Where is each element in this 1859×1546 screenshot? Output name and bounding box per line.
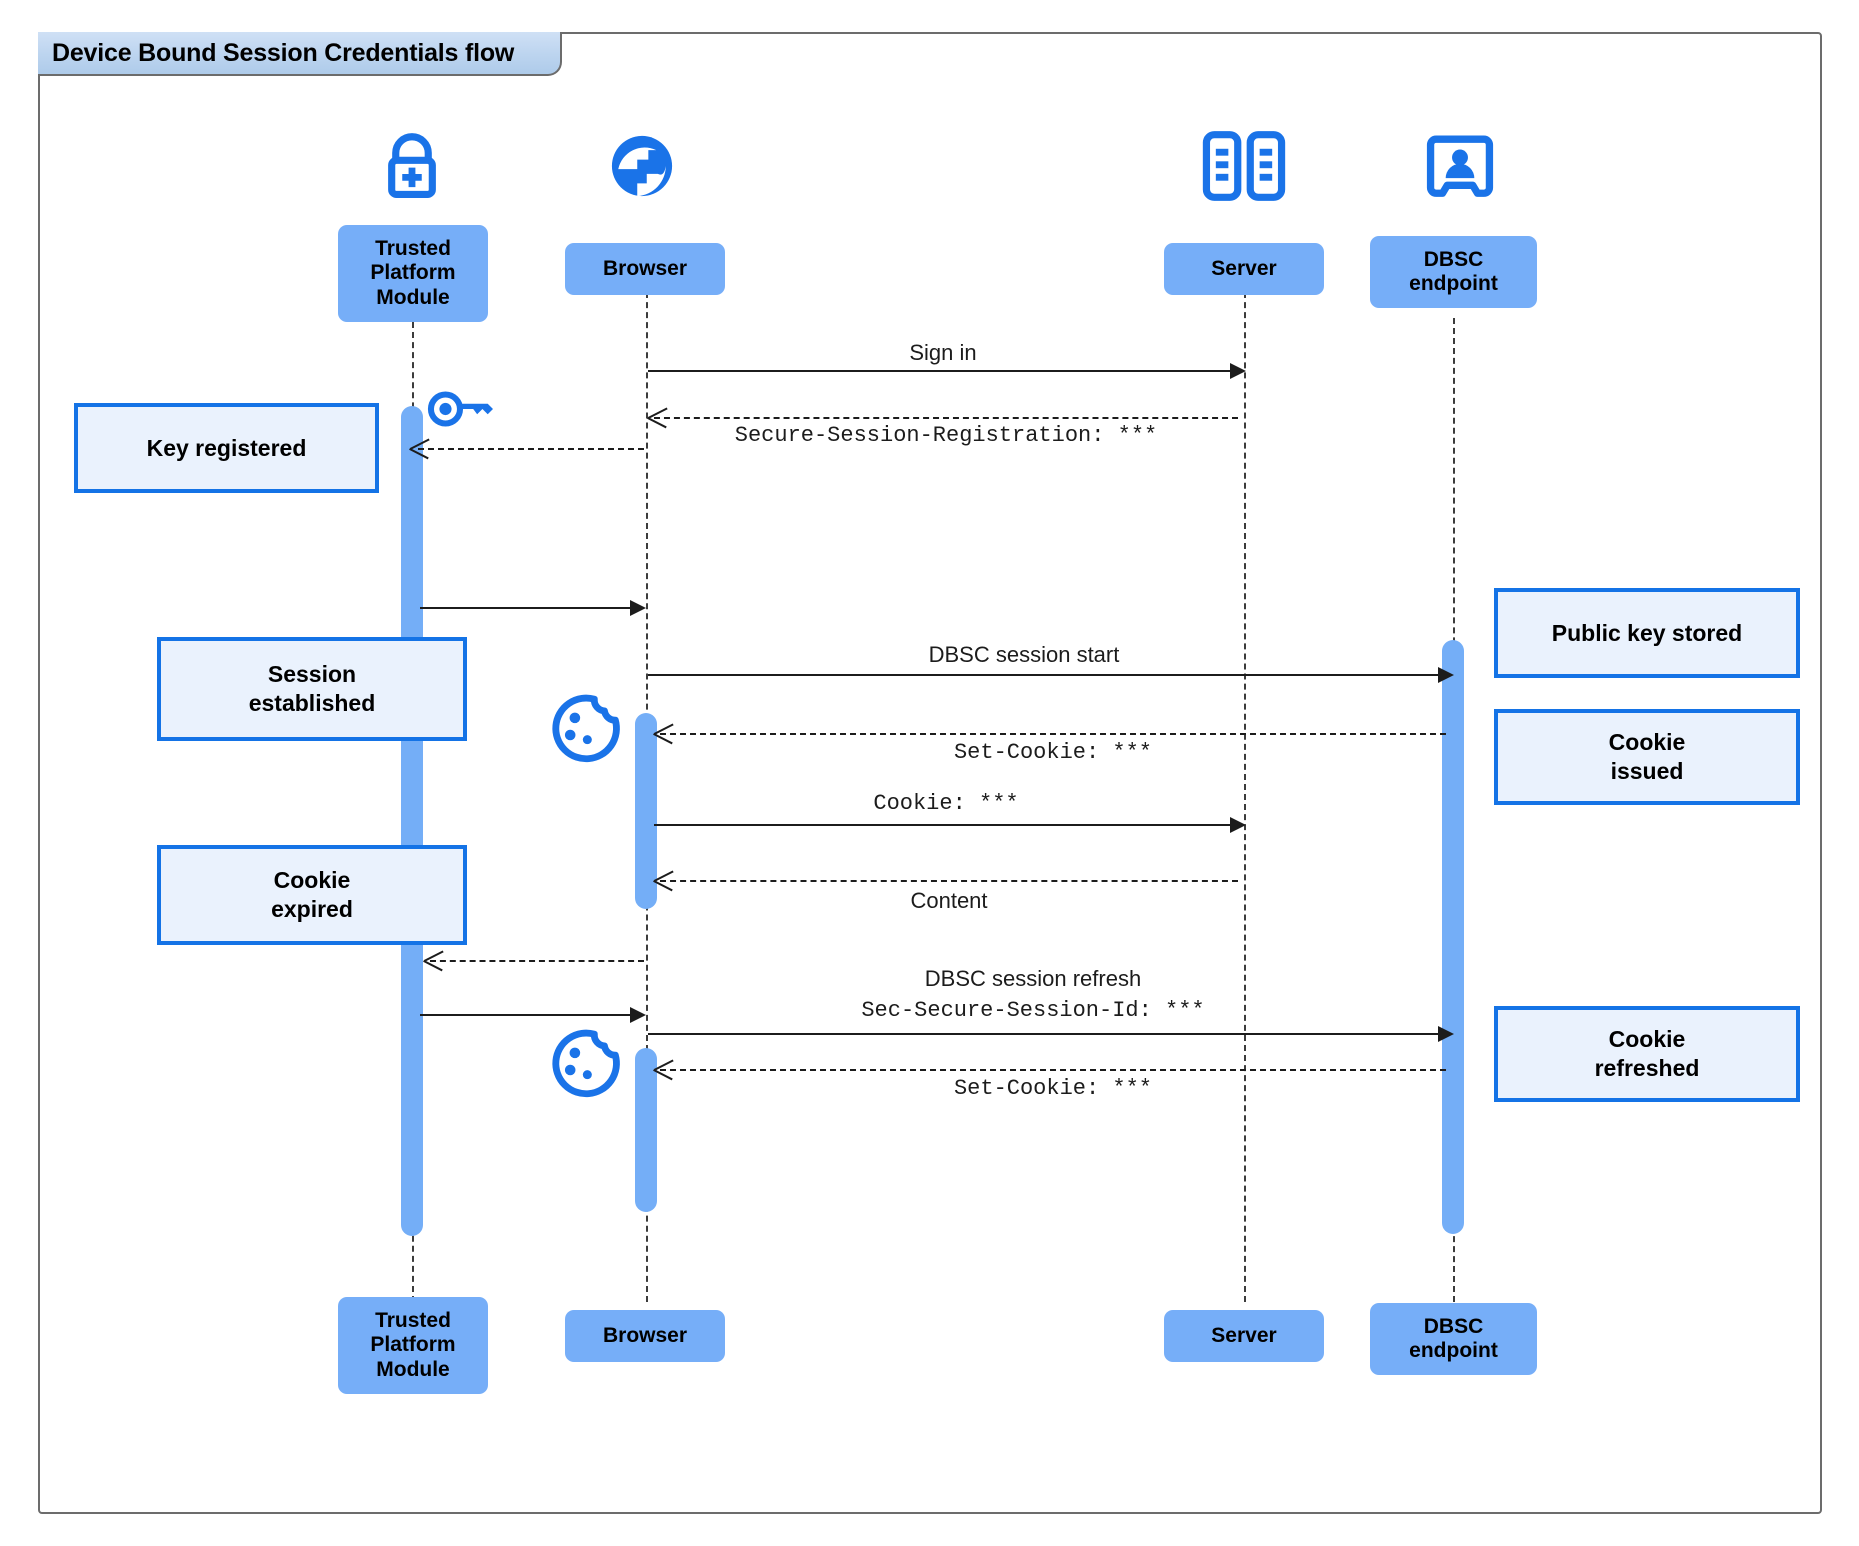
note-public-key-stored: Public key stored bbox=[1494, 588, 1800, 678]
note-cookie-issued: Cookie issued bbox=[1494, 709, 1800, 805]
participant-label: DBSC endpoint bbox=[1409, 1314, 1498, 1362]
participant-browser-top[interactable]: Browser bbox=[565, 243, 725, 295]
arrowhead-tpm-to-browser-key bbox=[630, 600, 646, 616]
note-text: Cookie refreshed bbox=[1594, 1026, 1700, 1081]
arrowhead-sign-in bbox=[1230, 363, 1246, 379]
participant-label: Server bbox=[1211, 256, 1277, 280]
note-key-registered: Key registered bbox=[74, 403, 379, 493]
activation-tpm bbox=[401, 406, 423, 1236]
participant-label: Server bbox=[1211, 1323, 1277, 1347]
participant-browser-bottom[interactable]: Browser bbox=[565, 1310, 725, 1362]
note-text: Key registered bbox=[146, 434, 307, 461]
message-line-dbsc-session-refresh bbox=[648, 1033, 1446, 1035]
message-line-browser-to-tpm-refresh bbox=[430, 960, 644, 962]
arrowhead-dbsc-session-start bbox=[1438, 667, 1454, 683]
lifeline-server bbox=[1244, 282, 1246, 1302]
note-text: Session established bbox=[248, 661, 376, 716]
message-label-content: Content bbox=[910, 888, 988, 913]
message-label-set-cookie-1: Set-Cookie: *** bbox=[953, 740, 1153, 765]
message-line-sign-in bbox=[648, 370, 1238, 372]
participant-tpm-top[interactable]: Trusted Platform Module bbox=[338, 225, 488, 322]
message-line-key-registration-to-tpm bbox=[418, 448, 644, 450]
message-label-sec-secure-session-id: Sec-Secure-Session-Id: *** bbox=[861, 998, 1205, 1023]
note-text: Cookie issued bbox=[1608, 729, 1686, 784]
participant-label: Browser bbox=[602, 1323, 688, 1347]
participant-label: Browser bbox=[602, 256, 688, 280]
key-icon bbox=[427, 383, 493, 440]
note-text: Public key stored bbox=[1551, 619, 1743, 646]
participant-label: DBSC endpoint bbox=[1409, 247, 1498, 295]
message-label-set-cookie-2: Set-Cookie: *** bbox=[953, 1076, 1153, 1101]
message-label-secure-session-registration: Secure-Session-Registration: *** bbox=[734, 423, 1158, 448]
message-line-dbsc-session-start bbox=[648, 674, 1446, 676]
message-line-secure-session-registration bbox=[654, 417, 1238, 419]
note-cookie-expired: Cookie expired bbox=[157, 845, 467, 945]
activation-browser-1 bbox=[635, 713, 657, 909]
cookie-icon bbox=[549, 693, 621, 768]
message-line-content bbox=[660, 880, 1238, 882]
arrowhead-tpm-to-browser-refresh bbox=[630, 1007, 646, 1023]
note-cookie-refreshed: Cookie refreshed bbox=[1494, 1006, 1800, 1102]
participant-dbsc-top[interactable]: DBSC endpoint bbox=[1370, 236, 1537, 308]
message-label-cookie-to-server: Cookie: *** bbox=[873, 791, 1019, 816]
message-line-set-cookie-2 bbox=[660, 1069, 1446, 1071]
participant-server-bottom[interactable]: Server bbox=[1164, 1310, 1324, 1362]
message-line-tpm-to-browser-refresh bbox=[420, 1014, 638, 1016]
participant-label: Trusted Platform Module bbox=[370, 1308, 456, 1381]
message-label-sign-in: Sign in bbox=[909, 340, 977, 365]
participant-tpm-bottom[interactable]: Trusted Platform Module bbox=[338, 1297, 488, 1394]
server-rack-icon bbox=[1200, 130, 1288, 207]
message-line-cookie-to-server bbox=[654, 824, 1238, 826]
padlock-plus-icon bbox=[373, 127, 451, 210]
message-label-dbsc-session-refresh: DBSC session refresh bbox=[924, 966, 1142, 991]
participant-server-top[interactable]: Server bbox=[1164, 243, 1324, 295]
arrowhead-browser-to-tpm-refresh bbox=[424, 951, 442, 969]
message-line-set-cookie-1 bbox=[660, 733, 1446, 735]
message-label-dbsc-session-start: DBSC session start bbox=[928, 642, 1120, 667]
arrowhead-content bbox=[654, 871, 672, 889]
participant-label: Trusted Platform Module bbox=[370, 236, 456, 309]
message-line-tpm-to-browser-key bbox=[420, 607, 638, 609]
arrowhead-dbsc-session-refresh bbox=[1438, 1026, 1454, 1042]
note-session-established: Session established bbox=[157, 637, 467, 741]
activation-dbsc-1 bbox=[1442, 640, 1464, 1234]
cookie-icon bbox=[549, 1028, 621, 1103]
globe-icon bbox=[604, 128, 680, 209]
id-badge-icon bbox=[1425, 130, 1495, 209]
arrowhead-key-registration-to-tpm bbox=[410, 439, 428, 457]
diagram-title: Device Bound Session Credentials flow bbox=[38, 32, 563, 76]
participant-dbsc-bottom[interactable]: DBSC endpoint bbox=[1370, 1303, 1537, 1375]
activation-browser-2 bbox=[635, 1048, 657, 1212]
note-text: Cookie expired bbox=[271, 867, 353, 922]
arrowhead-cookie-to-server bbox=[1230, 817, 1246, 833]
